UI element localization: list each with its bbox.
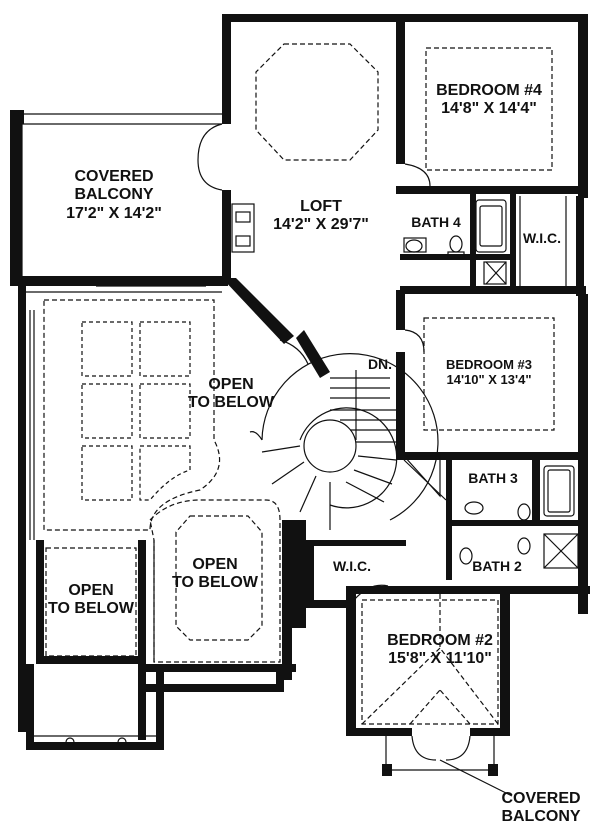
room-name: BATH 3: [468, 470, 518, 486]
room-name: BATH 4: [411, 214, 461, 230]
room-name: BEDROOM #4: [436, 82, 542, 99]
bedroom3-label: BEDROOM #3 14'10" X 13'4": [424, 357, 554, 388]
room-name: LOFT: [300, 198, 342, 215]
wic-right-label: W.I.C.: [514, 230, 570, 246]
wic-center-label: W.I.C.: [320, 558, 384, 574]
bath2-label: BATH 2: [462, 558, 532, 574]
room-name: OPEN TO BELOW: [188, 376, 274, 412]
bath3-label: BATH 3: [458, 470, 528, 486]
room-name: BEDROOM #2: [387, 632, 493, 649]
bath4-label: BATH 4: [404, 214, 468, 230]
loft-label: LOFT 14'2" X 29'7": [256, 198, 386, 235]
room-name: W.I.C.: [522, 230, 562, 246]
open-below-center-label: OPEN TO BELOW: [160, 556, 270, 593]
covered-balcony-bottom-label: COVERED BALCONY: [486, 790, 596, 827]
room-name: COVERED BALCONY: [501, 790, 581, 826]
open-below-left-label: OPEN TO BELOW: [36, 582, 146, 619]
open-below-main-label: OPEN TO BELOW: [176, 376, 286, 413]
stair-dn-label: DN.: [367, 356, 393, 372]
room-size: 17'2" X 14'2": [66, 204, 162, 222]
room-name: OPEN TO BELOW: [48, 582, 134, 618]
bedroom2-label: BEDROOM #2 15'8" X 11'10": [374, 632, 506, 669]
bedroom4-label: BEDROOM #4 14'8" X 14'4": [426, 82, 552, 119]
covered-balcony-top-label: COVERED BALCONY 17'2" X 14'2": [54, 168, 174, 223]
room-name: W.I.C.: [332, 558, 372, 574]
room-size: 14'2" X 29'7": [273, 216, 369, 234]
room-name: BATH 2: [472, 558, 522, 574]
room-size: 15'8" X 11'10": [388, 650, 492, 668]
room-name: COVERED BALCONY: [74, 168, 154, 204]
room-name: OPEN TO BELOW: [172, 556, 258, 592]
room-name: BEDROOM #3: [446, 357, 532, 372]
room-size: 14'8" X 14'4": [441, 100, 537, 118]
room-size: 14'10" X 13'4": [446, 371, 532, 387]
